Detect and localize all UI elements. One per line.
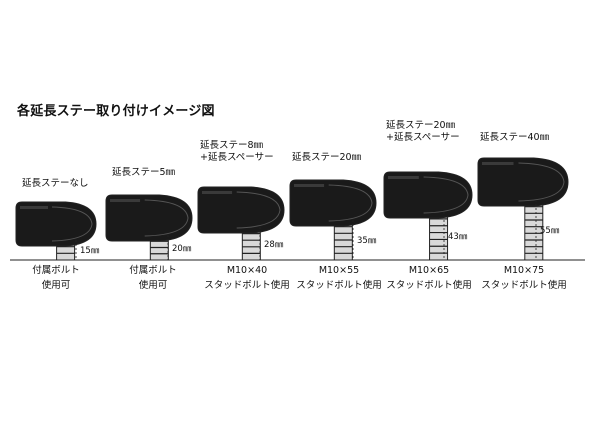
lamp-housing xyxy=(105,194,193,242)
variant-bottom-line: 付属ボルト xyxy=(129,265,177,276)
dimension-label: 55㎜ xyxy=(540,226,560,236)
variant-top-line: 延長ステーなし xyxy=(22,178,89,189)
variant-bottom-line: 使用可 xyxy=(138,280,168,291)
variant-bottom-line: M10×55 xyxy=(318,265,360,276)
variant-top-line: +延長スペーサー xyxy=(386,132,460,143)
dimension-label: 28㎜ xyxy=(264,239,284,250)
variant-top-line: 延長ステー20㎜ xyxy=(386,120,456,131)
dimension-label: 35㎜ xyxy=(357,236,377,246)
lamp-housing xyxy=(477,157,569,207)
variant-bottom-line: 使用可 xyxy=(41,280,71,291)
variant-top-line: 延長ステー40㎜ xyxy=(480,132,550,143)
variant-top-line: 延長ステー20㎜ xyxy=(292,152,362,163)
lamp-lens-edge xyxy=(144,199,189,237)
lamp-highlight xyxy=(482,162,514,165)
variant-bottom-label: 付属ボルト使用可 xyxy=(129,263,177,293)
variant-top-label: 延長ステー20㎜+延長スペーサー xyxy=(386,120,460,144)
variant-bottom-label: M10×75 スタッドボルト使用 xyxy=(481,263,567,293)
variant-top-label: 延長ステー20㎜ xyxy=(292,152,361,164)
lamp-highlight xyxy=(20,206,48,209)
variant-bottom-line: スタッドボルト使用 xyxy=(386,280,472,291)
variant-bottom-line: M10×40 xyxy=(226,265,268,276)
diagram-title: 各延長ステー取り付けイメージ図 xyxy=(17,104,215,119)
lamp-highlight xyxy=(202,191,233,194)
variant-top-line: 延長ステー8㎜ xyxy=(200,140,264,151)
variant-top-label: 延長ステー8㎜+延長スペーサー xyxy=(200,140,274,164)
lamp-housing xyxy=(383,171,473,219)
variant-bottom-line: 付属ボルト xyxy=(32,265,80,276)
dimension-label: 20㎜ xyxy=(172,243,192,254)
lamp-highlight xyxy=(294,184,325,187)
lamp-lens-edge xyxy=(328,184,373,222)
variant-bottom-label: 付属ボルト使用可 xyxy=(32,263,80,293)
lamp-lens-edge xyxy=(236,191,281,229)
variant-bottom-label: M10×55 スタッドボルト使用 xyxy=(296,263,382,293)
lamp-housing xyxy=(289,179,377,227)
variant-top-label: 延長ステー40㎜ xyxy=(480,132,549,144)
dimension-label: 43㎜ xyxy=(448,232,468,242)
variant-top-line: 延長ステー5㎜ xyxy=(112,167,176,178)
dimension-label: 15㎜ xyxy=(80,246,100,256)
variant-bottom-label: M10×65 スタッドボルト使用 xyxy=(386,263,472,293)
lamp-highlight xyxy=(110,199,141,202)
lamp-lens-edge xyxy=(51,206,93,242)
variant-bottom-line: スタッドボルト使用 xyxy=(204,280,290,291)
variant-top-label: 延長ステーなし xyxy=(22,178,89,190)
variant-bottom-line: M10×75 xyxy=(503,265,545,276)
lamp-lens-edge xyxy=(423,176,469,214)
variant-bottom-line: スタッドボルト使用 xyxy=(296,280,382,291)
variant-bottom-line: M10×65 xyxy=(408,265,450,276)
variant-top-label: 延長ステー5㎜ xyxy=(112,167,175,179)
variant-top-line: +延長スペーサー xyxy=(200,152,274,163)
variant-bottom-line: スタッドボルト使用 xyxy=(481,280,567,291)
variant-bottom-label: M10×40 スタッドボルト使用 xyxy=(204,263,290,293)
lamp-housing xyxy=(15,201,97,247)
lamp-housing xyxy=(197,186,285,234)
lamp-lens-edge xyxy=(518,162,565,202)
lamp-highlight xyxy=(388,176,419,179)
